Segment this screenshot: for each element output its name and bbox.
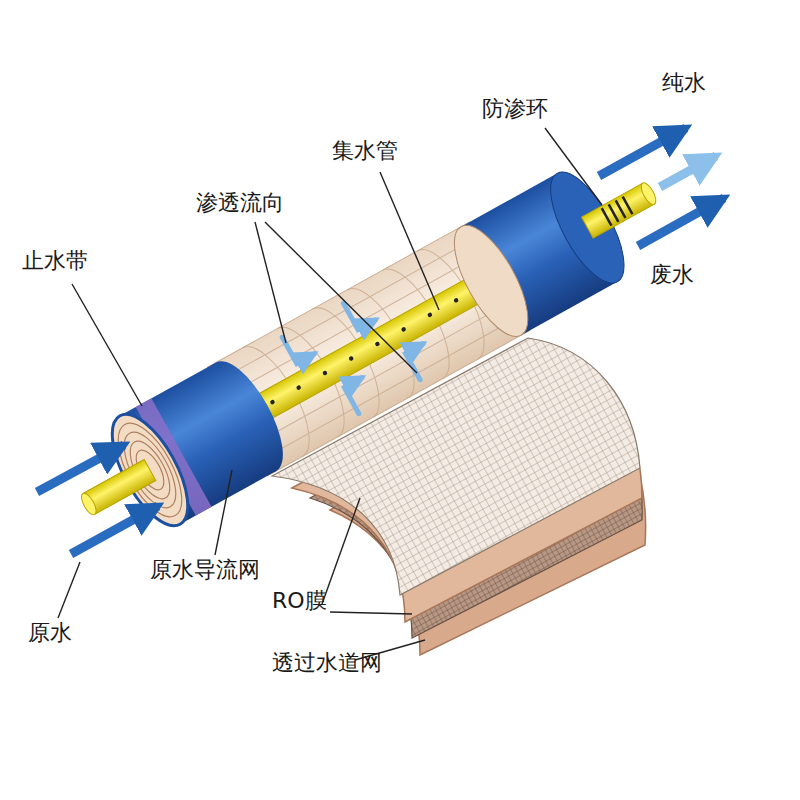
part-label: 原水 — [28, 620, 72, 646]
part-label: 废水 — [650, 262, 694, 288]
part-label: RO膜 — [272, 588, 327, 614]
part-label: 防渗环 — [482, 96, 548, 122]
part-label: 集水管 — [332, 138, 398, 164]
part-label: 渗透流向 — [196, 190, 284, 216]
leader-lines — [58, 128, 602, 660]
part-label: 纯水 — [662, 70, 706, 96]
part-label: 透过水道网 — [272, 650, 382, 676]
flow-arrows — [37, 128, 724, 554]
membrane-element — [54, 137, 683, 561]
part-label: 原水导流网 — [150, 557, 260, 583]
part-label: 止水带 — [22, 248, 88, 274]
